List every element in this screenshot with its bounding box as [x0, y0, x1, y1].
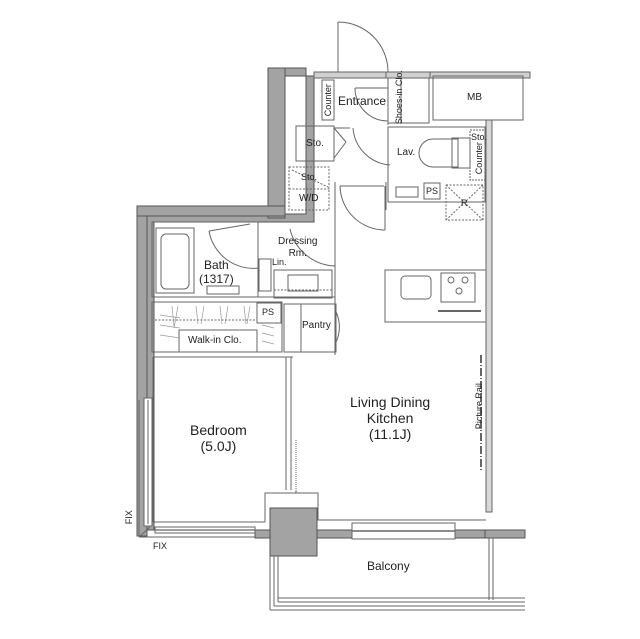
- bath-line2: (1317): [199, 271, 234, 286]
- label-counter-entrance: Counter: [322, 84, 333, 117]
- label-fix-horizontal: FIX: [153, 541, 168, 551]
- label-picture-rail: Picture Rail: [473, 383, 484, 430]
- ldk-line1: Living Dining: [350, 394, 431, 410]
- room-label-balcony: Balcony: [367, 559, 410, 573]
- room-label-lav: Lav.: [397, 147, 416, 158]
- room-label-ldk: Living Dining Kitchen (11.1J): [350, 394, 430, 442]
- label-fix-vertical: FIX: [123, 510, 134, 525]
- label-refrigerator: R: [461, 198, 468, 208]
- label-lin: Lin.: [272, 257, 287, 267]
- room-label-walk-in-clo: Walk-in Clo.: [188, 335, 242, 346]
- bedroom-line1: Bedroom: [190, 422, 247, 438]
- label-ps-bath: PS: [262, 307, 275, 317]
- room-label-bath: Bath (1317): [199, 258, 234, 287]
- dressing-rm-line2: Rm.: [288, 247, 307, 259]
- outer-wall: [145, 67, 315, 531]
- ldk-line3: (11.1J): [368, 426, 412, 443]
- room-label-mb: MB: [467, 92, 482, 103]
- label-shoes-in-clo: Shoes-in Clo.: [393, 70, 404, 125]
- ldk-line2: Kitchen: [366, 410, 414, 427]
- dressing-rm-line1: Dressing: [278, 236, 318, 247]
- room-label-bedroom: Bedroom (5.0J): [190, 422, 247, 454]
- bedroom-line2: (5.0J): [200, 438, 237, 455]
- label-ps-lav: PS: [426, 186, 439, 196]
- label-sto-lav: Sto.: [471, 132, 488, 142]
- bath-line1: Bath: [204, 258, 229, 272]
- label-counter-lav: Counter: [473, 142, 484, 175]
- label-sto-entry: Sto.: [306, 138, 324, 149]
- room-label-entrance: Entrance: [338, 94, 387, 108]
- room-label-pantry: Pantry: [302, 320, 331, 331]
- label-wd: W/D: [299, 193, 319, 204]
- room-label-dressing-rm: Dressing Rm.: [278, 236, 317, 259]
- label-sto-wd: Sto.: [301, 172, 318, 182]
